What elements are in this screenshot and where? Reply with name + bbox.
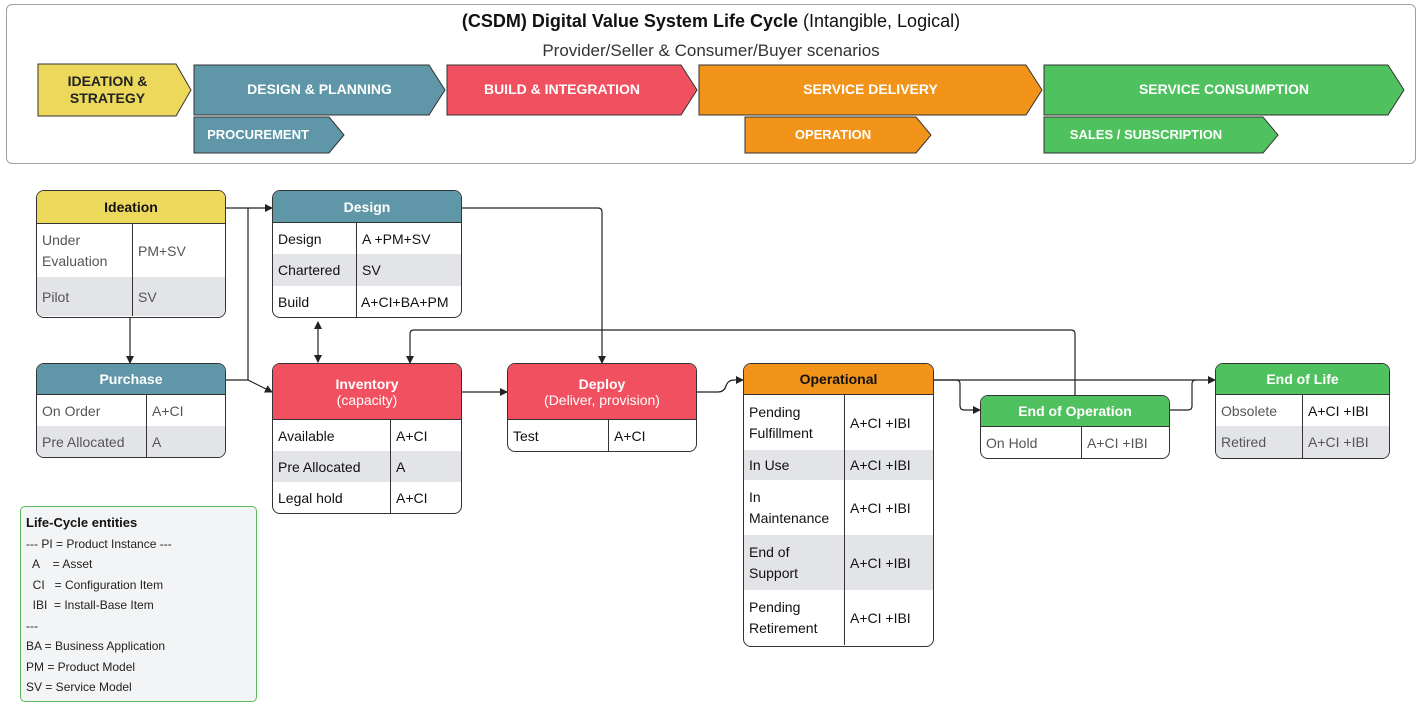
table-row: Build A+CI+BA+PM: [273, 286, 461, 317]
purchase-header: Purchase: [37, 364, 225, 395]
table-row: Chartered SV: [273, 254, 461, 286]
legend-line: SV = Service Model: [26, 680, 132, 694]
table-row: Obsolete A+CI +IBI: [1216, 395, 1389, 426]
table-row: Pilot SV: [37, 277, 225, 316]
phase-design-planning: DESIGN & PLANNING: [193, 64, 446, 116]
phase-service-delivery: SERVICE DELIVERY: [698, 64, 1043, 116]
table-row: In Use A+CI +IBI: [744, 450, 933, 480]
purchase-table: Purchase On Order A+CI Pre Allocated A: [36, 363, 226, 458]
deploy-header: Deploy (Deliver, provision): [508, 364, 696, 420]
table-row: Test A+CI: [508, 420, 696, 451]
phase-build-integration: BUILD & INTEGRATION: [446, 64, 698, 116]
operational-table: Operational Pending Fulfillment A+CI +IB…: [743, 363, 934, 647]
subphase-operation: OPERATION: [744, 116, 932, 154]
end-of-life-table: End of Life Obsolete A+CI +IBI Retired A…: [1215, 363, 1390, 459]
table-row: End of Support A+CI +IBI: [744, 535, 933, 590]
table-row: Pending Fulfillment A+CI +IBI: [744, 395, 933, 450]
legend-line: ---: [26, 618, 38, 633]
end-of-operation-table: End of Operation On Hold A+CI +IBI: [980, 395, 1170, 459]
table-row: Under Evaluation PM+SV: [37, 224, 225, 277]
design-header: Design: [273, 191, 461, 223]
banner-title: (CSDM) Digital Value System Life Cycle (…: [461, 11, 961, 31]
legend-box: Life-Cycle entities --- PI = Product Ins…: [20, 506, 257, 702]
subphase-procurement: PROCUREMENT: [193, 116, 345, 154]
legend-line: BA = Business Application: [26, 639, 166, 653]
phase-service-consumption: SERVICE CONSUMPTION: [1043, 64, 1405, 116]
table-row: On Hold A+CI +IBI: [981, 427, 1169, 458]
table-row: In Maintenance A+CI +IBI: [744, 480, 933, 535]
legend-line: CI = Configuration Item: [26, 577, 164, 592]
operational-header: Operational: [744, 364, 933, 395]
legend-line: --- PI = Product Instance ---: [26, 536, 172, 551]
legend-line: A = Asset: [26, 557, 93, 571]
subphase-sales-subscription: SALES / SUBSCRIPTION: [1043, 116, 1279, 154]
table-row: Pre Allocated A: [273, 451, 461, 482]
table-row: Retired A+CI +IBI: [1216, 426, 1389, 458]
table-row: Available A+CI: [273, 420, 461, 451]
inventory-table: Inventory (capacity) Available A+CI Pre …: [272, 363, 462, 514]
design-table: Design Design A +PM+SV Chartered SV Buil…: [272, 190, 462, 318]
inventory-header: Inventory (capacity): [273, 364, 461, 420]
phase-ideation-strategy: IDEATION & STRATEGY: [36, 62, 193, 118]
banner-subtitle: Provider/Seller & Consumer/Buyer scenari…: [542, 41, 880, 60]
table-row: Legal hold A+CI: [273, 482, 461, 513]
end-of-life-header: End of Life: [1216, 364, 1389, 395]
deploy-table: Deploy (Deliver, provision) Test A+CI: [507, 363, 697, 452]
legend-line: IBI = Install-Base Item: [26, 598, 154, 612]
legend-title: Life-Cycle entities: [26, 515, 138, 530]
end-of-operation-header: End of Operation: [981, 396, 1169, 427]
legend-line: PM = Product Model: [26, 659, 136, 674]
ideation-table: Ideation Under Evaluation PM+SV Pilot SV: [36, 190, 226, 318]
ideation-header: Ideation: [37, 191, 225, 224]
table-row: On Order A+CI: [37, 395, 225, 426]
table-row: Design A +PM+SV: [273, 223, 461, 254]
table-row: Pre Allocated A: [37, 426, 225, 457]
table-row: Pending Retirement A+CI +IBI: [744, 590, 933, 645]
